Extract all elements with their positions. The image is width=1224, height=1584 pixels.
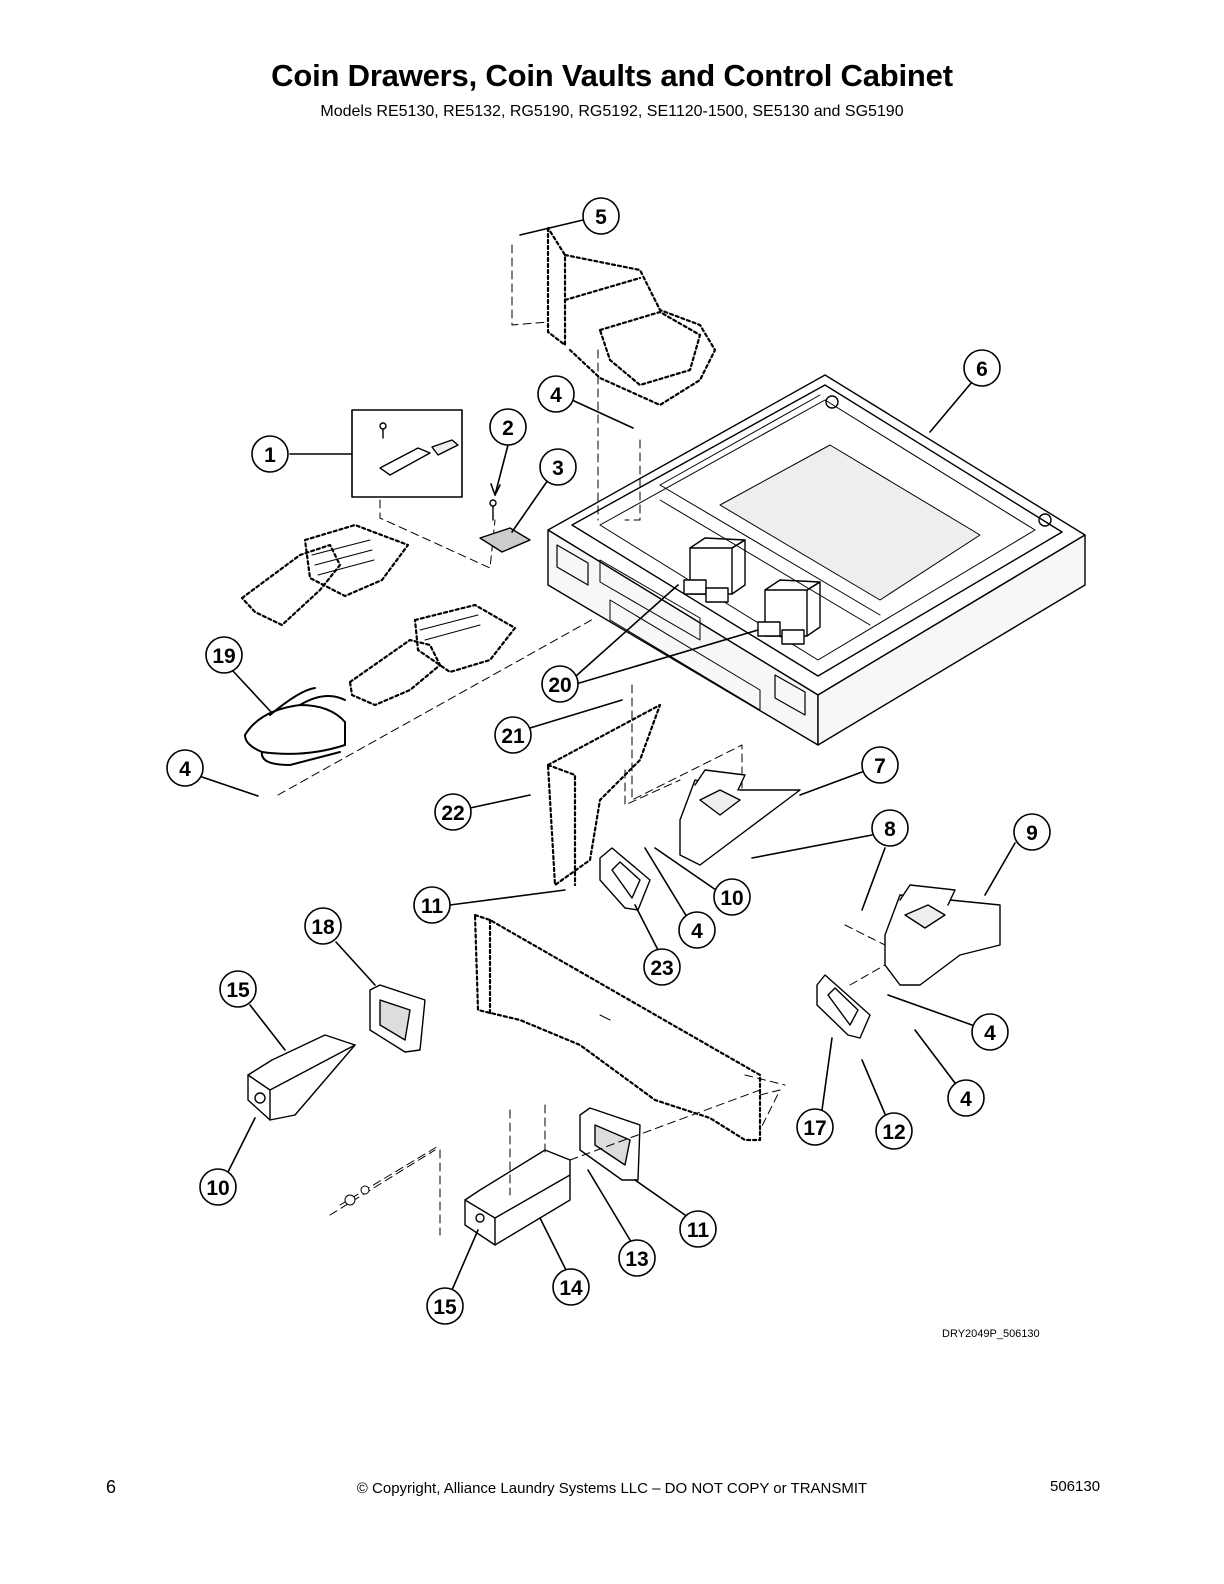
callout-10-mid: 10 [654, 847, 751, 916]
leader-lines [844, 924, 886, 986]
bezel-part-12 [816, 974, 871, 1039]
svg-text:18: 18 [311, 916, 335, 939]
coin-box-part-15-left [247, 1034, 356, 1121]
svg-text:3: 3 [552, 457, 564, 480]
svg-text:22: 22 [441, 802, 464, 825]
callout-2: 2 [489, 408, 527, 496]
callout-6: 6 [929, 349, 1001, 433]
control-cabinet [547, 374, 1086, 746]
callout-4-lower: 4 [887, 994, 1009, 1051]
svg-text:13: 13 [625, 1248, 648, 1271]
callout-15-bottom: 14 [539, 1217, 590, 1306]
svg-text:23: 23 [650, 957, 673, 980]
svg-text:14: 14 [559, 1277, 583, 1300]
svg-text:4: 4 [550, 384, 562, 407]
callout-17: 10 [199, 1117, 256, 1206]
svg-text:15: 15 [226, 979, 250, 1002]
bezel-part-18 [369, 984, 426, 1053]
drawing-code: DRY2049P_506130 [942, 1328, 1040, 1340]
svg-text:5: 5 [595, 206, 607, 229]
front-panel [473, 913, 762, 1142]
callout-10-lower: 4 [914, 1029, 985, 1117]
callout-21: 21 [494, 699, 623, 754]
svg-text:21: 21 [501, 725, 525, 748]
callout-11-left: 11 [413, 886, 566, 924]
page-title: Coin Drawers, Coin Vaults and Control Ca… [271, 58, 953, 93]
svg-text:6: 6 [976, 358, 988, 381]
callout-20: 20 [541, 584, 759, 703]
screw-part-2 [489, 499, 497, 521]
svg-text:4: 4 [984, 1022, 996, 1045]
svg-text:15: 15 [433, 1296, 457, 1319]
coin-chute-part-9 [884, 884, 1001, 986]
callout-5: 5 [519, 197, 620, 236]
svg-text:8: 8 [884, 818, 896, 841]
callout-19: 19 [205, 636, 273, 714]
svg-text:12: 12 [882, 1121, 905, 1144]
callout-18: 18 [304, 907, 376, 986]
callout-12: 17 [796, 1037, 834, 1146]
page-subtitle: Models RE5130, RE5132, RG5190, RG5192, S… [320, 103, 904, 120]
svg-text:10: 10 [720, 887, 743, 910]
callout-15-left: 15 [219, 970, 286, 1051]
upper-coin-vault [546, 226, 717, 407]
callout-22: 22 [434, 793, 531, 831]
callout-23: 23 [634, 904, 681, 986]
coin-drawer-lower [348, 603, 517, 707]
callout-3: 3 [511, 448, 577, 533]
callout-11-lower: 12 [861, 1059, 913, 1150]
leader-lines [744, 1074, 786, 1131]
svg-text:7: 7 [874, 755, 886, 778]
callout-8-right: 8 [751, 809, 909, 859]
svg-text:10: 10 [206, 1177, 229, 1200]
vault-door-panel [546, 703, 662, 887]
callout-4-mid: 4 [644, 847, 716, 949]
rod-assembly [329, 1089, 761, 1236]
bezel-part-13 [579, 1107, 641, 1181]
page-number: 6 [106, 1477, 117, 1497]
callout-16: 15 [426, 1229, 479, 1325]
coin-box-part-15-bottom [464, 1149, 571, 1246]
svg-text:4: 4 [691, 920, 703, 943]
transformer [683, 537, 746, 603]
document-number: 506130 [1050, 1478, 1101, 1495]
wire-bracket-part-19 [244, 687, 346, 766]
coin-chute-part-7 [679, 769, 801, 866]
svg-text:2: 2 [502, 417, 514, 440]
svg-text:11: 11 [421, 895, 444, 918]
svg-text:4: 4 [960, 1088, 972, 1111]
coin-drawer-upper [240, 523, 410, 627]
plate-part-3 [479, 527, 531, 553]
svg-text:19: 19 [212, 645, 235, 668]
svg-text:11: 11 [687, 1219, 710, 1242]
callout-13: 11 [634, 1179, 717, 1248]
callout-8-lower [861, 847, 886, 911]
callout-7: 7 [799, 746, 899, 796]
callout-4-top: 4 [537, 375, 634, 429]
leader-lines [624, 684, 743, 806]
callout-9: 9 [984, 813, 1051, 896]
transformer [757, 579, 821, 645]
svg-text:17: 17 [803, 1117, 826, 1140]
svg-text:20: 20 [548, 674, 571, 697]
svg-text:9: 9 [1026, 822, 1038, 845]
inset-box-part-1 [351, 409, 463, 498]
callout-14: 13 [587, 1169, 656, 1277]
bezel-part-23 [599, 847, 651, 911]
svg-text:4: 4 [179, 758, 191, 781]
callout-1: 1 [251, 435, 353, 473]
svg-text:1: 1 [264, 444, 276, 467]
copyright-notice: © Copyright, Alliance Laundry Systems LL… [356, 1480, 868, 1497]
callout-4-left: 4 [166, 749, 259, 797]
leader-lines [511, 244, 641, 521]
